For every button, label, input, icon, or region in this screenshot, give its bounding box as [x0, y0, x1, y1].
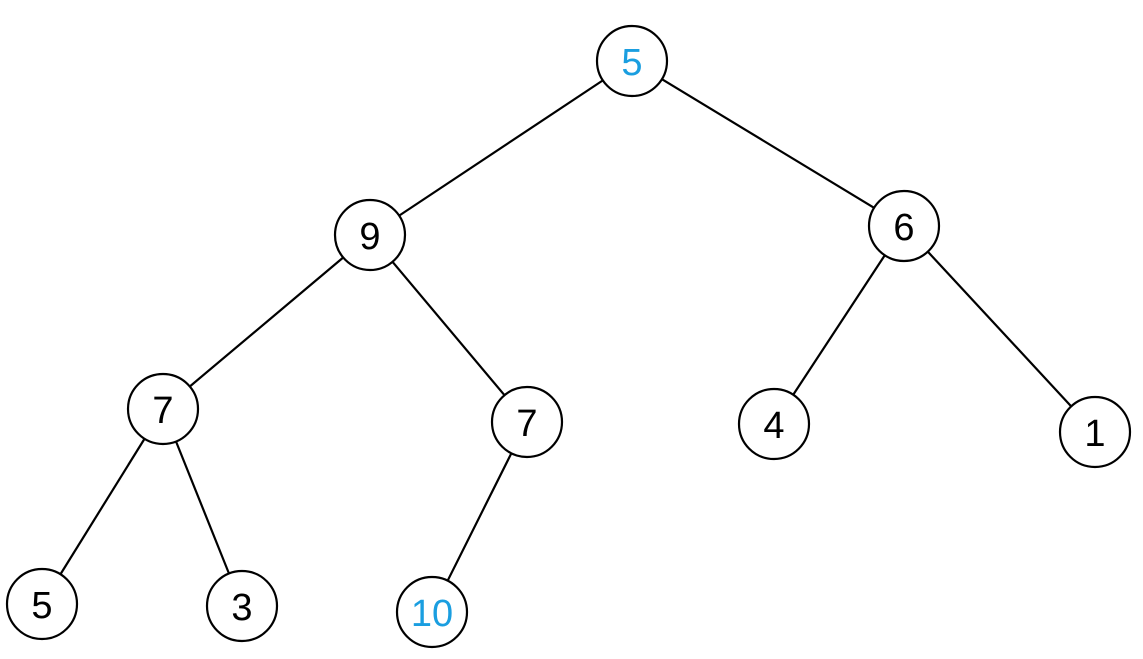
node-value: 6	[893, 207, 914, 249]
tree-edge-l-lr	[391, 261, 506, 396]
node-circle	[1058, 395, 1132, 469]
tree-node-rl: 4	[737, 387, 811, 461]
tree-edge-lr-lrl	[446, 452, 513, 582]
tree-edges	[59, 78, 1073, 582]
tree-node-lr: 7	[490, 385, 564, 459]
tree-edge-l-ll	[189, 256, 344, 388]
tree-nodes: 5 9 6 7 7 4 1 5 3 10	[5, 24, 1132, 649]
node-value: 10	[411, 593, 453, 635]
node-circle	[5, 567, 79, 641]
tree-edge-r-rl	[792, 254, 886, 396]
node-circle	[595, 24, 669, 98]
node-circle	[395, 575, 469, 649]
tree-edge-root-l	[398, 79, 604, 217]
tree-node-r: 6	[867, 189, 941, 263]
node-value: 4	[763, 405, 784, 447]
tree-node-lll: 5	[5, 567, 79, 641]
node-circle	[867, 189, 941, 263]
tree-node-ll: 7	[126, 372, 200, 446]
tree-edge-root-r	[661, 78, 875, 209]
node-value: 3	[231, 587, 252, 629]
node-circle	[205, 569, 279, 643]
tree-edge-ll-lll	[59, 438, 146, 575]
node-circle	[333, 198, 407, 272]
node-value: 1	[1084, 413, 1105, 455]
node-value: 7	[516, 403, 537, 445]
node-circle	[490, 385, 564, 459]
node-value: 5	[621, 42, 642, 84]
node-circle	[126, 372, 200, 446]
tree-node-root: 5	[595, 24, 669, 98]
tree-node-llr: 3	[205, 569, 279, 643]
node-value: 7	[152, 390, 173, 432]
tree-node-rr: 1	[1058, 395, 1132, 469]
tree-node-lrl: 10	[395, 575, 469, 649]
node-circle	[737, 387, 811, 461]
node-value: 9	[359, 216, 380, 258]
tree-edge-ll-llr	[175, 441, 230, 574]
tree-edge-r-rr	[926, 250, 1073, 408]
node-value: 5	[31, 585, 52, 627]
tree-node-l: 9	[333, 198, 407, 272]
